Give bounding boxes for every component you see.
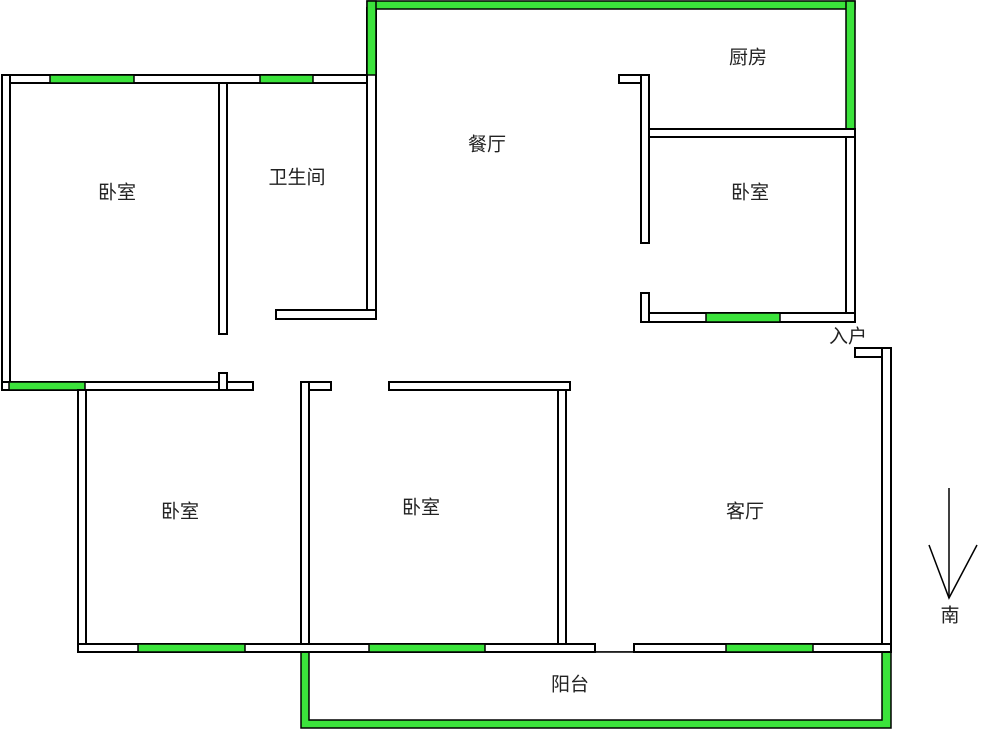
balcony-floor bbox=[308, 651, 883, 721]
window bbox=[49, 74, 135, 84]
wall-bedroom-s-east bbox=[557, 389, 567, 653]
window-north bbox=[366, 0, 856, 10]
label-living: 客厅 bbox=[726, 501, 764, 523]
window bbox=[137, 643, 246, 653]
wall-bedroom-sw-west bbox=[77, 389, 87, 653]
room-labels: 卧室 卫生间 餐厅 厨房 卧室 入户 卧室 卧室 客厅 阳台 bbox=[98, 47, 867, 696]
compass: 南 bbox=[928, 488, 978, 627]
window bbox=[259, 74, 314, 84]
wall-east bbox=[881, 347, 892, 653]
label-bedroom-ne: 卧室 bbox=[731, 182, 769, 204]
wall-stub bbox=[218, 372, 228, 391]
arrow-down-icon bbox=[928, 488, 978, 600]
wall-kitchen-west bbox=[640, 74, 650, 244]
wall-bedroom-bath bbox=[218, 82, 228, 335]
walls bbox=[1, 0, 892, 729]
window-kitchen-east bbox=[845, 0, 856, 131]
label-entrance: 入户 bbox=[829, 326, 867, 348]
wall-kitchen-bedroom bbox=[640, 128, 856, 138]
window bbox=[8, 381, 86, 391]
label-kitchen: 厨房 bbox=[729, 47, 767, 69]
wall-bath-south bbox=[275, 309, 377, 320]
label-bedroom-sw: 卧室 bbox=[161, 501, 199, 523]
label-bedroom-s: 卧室 bbox=[402, 497, 440, 519]
window bbox=[705, 312, 781, 323]
wall-south-left bbox=[77, 643, 596, 653]
wall-middle-left bbox=[1, 381, 254, 391]
label-bedroom-nw: 卧室 bbox=[98, 182, 136, 204]
wall-bedroom-ne-east bbox=[845, 136, 856, 323]
wall-bedroom-s-west bbox=[300, 381, 310, 653]
wall-bedroom-ne-stub bbox=[640, 292, 650, 323]
wall-bedroom-s-north bbox=[388, 381, 571, 391]
compass-label: 南 bbox=[940, 605, 959, 627]
window bbox=[368, 643, 486, 653]
label-bathroom: 卫生间 bbox=[268, 167, 325, 189]
window-west bbox=[366, 0, 377, 76]
wall-west bbox=[1, 74, 11, 391]
window bbox=[725, 643, 814, 653]
label-dining: 餐厅 bbox=[468, 134, 506, 156]
label-balcony: 阳台 bbox=[551, 674, 589, 696]
